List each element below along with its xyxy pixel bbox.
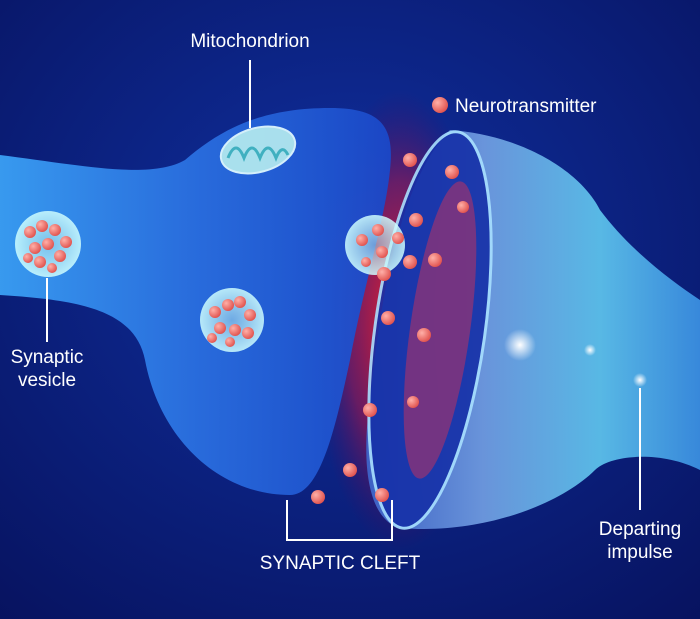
neurotransmitter-molecule (23, 253, 33, 263)
presynaptic-terminal (0, 108, 391, 495)
label-synaptic-vesicle: Synaptic vesicle (10, 347, 84, 391)
neurotransmitter-molecule (214, 322, 226, 334)
neurotransmitter-molecule (417, 328, 431, 342)
neurotransmitter-molecule (54, 250, 66, 262)
neurotransmitter-molecules (23, 153, 469, 504)
neurotransmitter-molecule (407, 396, 419, 408)
neurotransmitter-molecule (42, 238, 54, 250)
neurotransmitter-molecule (375, 488, 389, 502)
label-neurotransmitter: Neurotransmitter (455, 96, 597, 117)
vesicle-fusing (345, 215, 405, 275)
neurotransmitter-molecule (229, 324, 241, 336)
neurotransmitter-molecule (457, 201, 469, 213)
neurotransmitter-molecule (49, 224, 61, 236)
neurotransmitter-molecule (381, 311, 395, 325)
impulse-spark (504, 329, 536, 361)
neurotransmitter-molecule (409, 213, 423, 227)
neurotransmitter-molecule (209, 306, 221, 318)
neurotransmitter-molecule (376, 246, 388, 258)
neurotransmitter-molecule (207, 333, 217, 343)
neurotransmitter-molecule (29, 242, 41, 254)
neurotransmitter-molecule (47, 263, 57, 273)
neurotransmitter-molecule (244, 309, 256, 321)
neurotransmitter-molecule (36, 220, 48, 232)
label-departing-impulse: Departing impulse (598, 519, 682, 563)
neurotransmitter-molecule (311, 490, 325, 504)
neurotransmitter-molecule (242, 327, 254, 339)
neurotransmitter-molecule (392, 232, 404, 244)
neurotransmitter-molecule (356, 234, 368, 246)
label-mitochondrion: Mitochondrion (190, 31, 310, 52)
leader-lines (46, 60, 641, 541)
neurotransmitter-molecule (225, 337, 235, 347)
neurotransmitter-molecule (428, 253, 442, 267)
neurotransmitter-molecule (234, 296, 246, 308)
impulse-spark (584, 344, 596, 356)
neurotransmitter-molecule (361, 257, 371, 267)
impulse-spark (633, 373, 647, 387)
neurotransmitter-molecule (377, 267, 391, 281)
neurotransmitter-molecule (403, 153, 417, 167)
neurotransmitter-molecule (34, 256, 46, 268)
neurotransmitter-molecule (24, 226, 36, 238)
neurotransmitter-molecule (222, 299, 234, 311)
neurotransmitter-molecule (372, 224, 384, 236)
neurotransmitter-molecule (445, 165, 459, 179)
neurotransmitter-molecule (60, 236, 72, 248)
mitochondrion (219, 125, 297, 175)
legend-neurotransmitter-icon (432, 97, 448, 113)
neurotransmitter-molecule (343, 463, 357, 477)
neurotransmitter-molecule (363, 403, 377, 417)
receptor-glow (403, 181, 477, 479)
label-synaptic-cleft: SYNAPTIC CLEFT (259, 553, 421, 574)
neurotransmitter-molecule (403, 255, 417, 269)
